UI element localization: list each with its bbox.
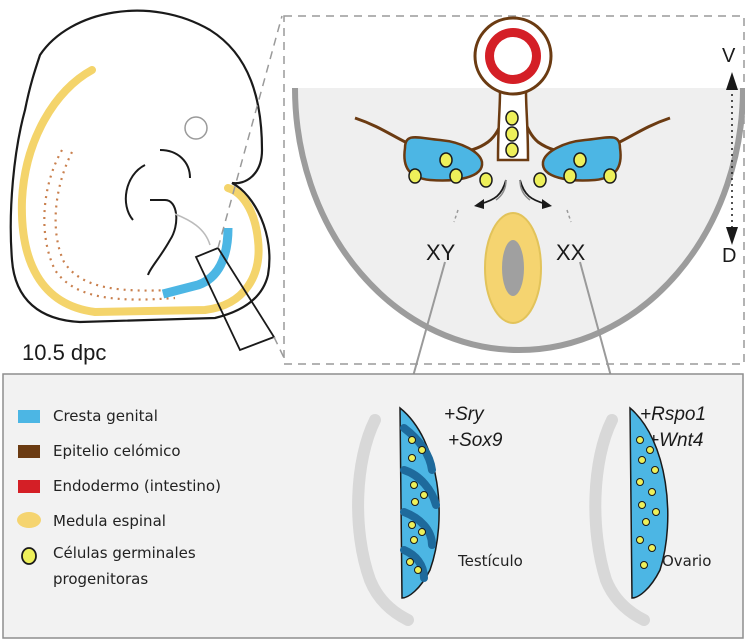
karyotype-xy: XY: [426, 240, 456, 265]
legend-swatch-endoderm: [18, 480, 40, 493]
testis-label: Testículo: [457, 552, 523, 570]
axis-arrow-down: [726, 227, 738, 245]
stage-label: 10.5 dpc: [22, 340, 106, 365]
axis-dorsal-label: D: [722, 245, 736, 267]
gene-rspo1: +Rspo1: [640, 404, 706, 425]
legend-swatch-spinal-cord: [17, 512, 41, 528]
embryo-illustration: [11, 11, 286, 362]
gene-sry: +Sry: [444, 404, 485, 425]
legend-label-genital-ridge: Cresta genital: [53, 407, 158, 425]
gene-sox9: +Sox9: [448, 430, 503, 451]
legend-swatch-genital-ridge: [18, 410, 40, 423]
eye-icon: [185, 117, 207, 139]
karyotype-xx: XX: [556, 240, 586, 265]
legend-label-coelomic-epithelium: Epitelio celómico: [53, 442, 181, 460]
legend-label-endoderm: Endodermo (intestino): [53, 477, 221, 495]
spinal-canal: [502, 240, 524, 296]
gut-lumen: [494, 37, 532, 75]
axis-arrow-up: [726, 72, 738, 90]
axis-ventral-label: V: [722, 45, 736, 67]
ovary-label: Ovario: [662, 552, 711, 570]
cross-section: [295, 18, 743, 350]
legend-label-spinal-cord: Medula espinal: [53, 512, 166, 530]
legend-label-germ-cells: Células germinales: [53, 544, 196, 562]
legend-swatch-germ-cells: [22, 548, 36, 564]
legend-swatch-coelomic-epithelium: [18, 445, 40, 458]
embryo-body-outline: [11, 11, 270, 322]
legend-label-germ-cells-2: progenitoras: [53, 570, 148, 588]
